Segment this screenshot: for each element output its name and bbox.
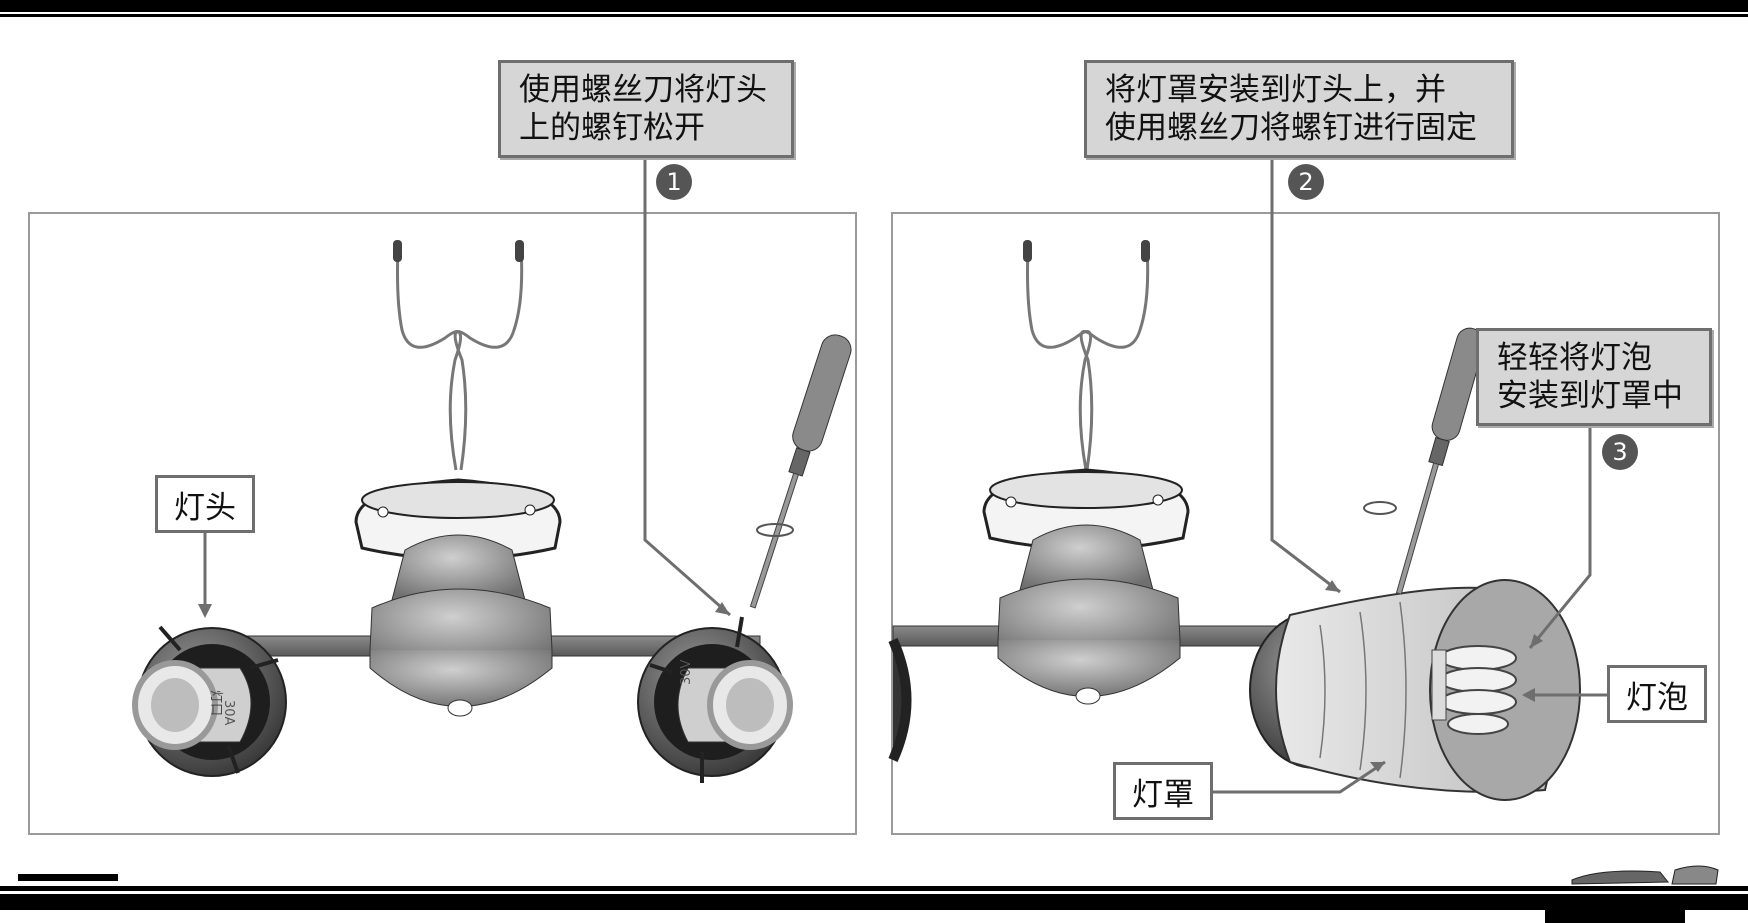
label-lampshade-text: 灯罩 (1132, 776, 1194, 813)
bottom-rule-thick (0, 894, 1748, 910)
top-rule-thin (0, 14, 1748, 17)
label-lamp-holder: 灯头 (155, 475, 255, 533)
step-number-2-text: 2 (1298, 168, 1314, 196)
step-number-1: 1 (656, 164, 692, 200)
callout-step1-line1: 使用螺丝刀将灯头 (519, 72, 767, 108)
step-number-3-text: 3 (1612, 438, 1628, 466)
callout-step2-line2: 使用螺丝刀将螺钉进行固定 (1105, 110, 1477, 146)
step-number-1-text: 1 (666, 168, 682, 196)
callout-step3: 轻轻将灯泡 安装到灯罩中 (1476, 328, 1712, 426)
callout-step2: 将灯罩安装到灯头上，并 使用螺丝刀将螺钉进行固定 (1084, 60, 1514, 158)
top-rule-thick (0, 0, 1748, 12)
callout-step1-line2: 上的螺钉松开 (519, 110, 705, 146)
leader-lines (203, 158, 1607, 794)
left-fixture: 灯口 (132, 240, 852, 783)
label-lamp-holder-text: 灯头 (174, 489, 236, 526)
bottom-rule-thin (0, 886, 1748, 891)
holder-marking-left: 灯口 (208, 690, 223, 716)
right-fixture (888, 240, 1581, 801)
callout-step2-line1: 将灯罩安装到灯头上，并 (1105, 72, 1446, 108)
step-number-3: 3 (1602, 434, 1638, 470)
bottom-corner-block (1545, 910, 1685, 923)
callout-step3-line1: 轻轻将灯泡 (1497, 340, 1652, 376)
label-lampshade: 灯罩 (1113, 762, 1213, 820)
step-number-2: 2 (1288, 164, 1324, 200)
label-bulb-text: 灯泡 (1626, 679, 1688, 716)
label-bulb: 灯泡 (1607, 665, 1707, 723)
callout-step3-line2: 安装到灯罩中 (1497, 378, 1683, 414)
holder-marking-left-2: 30A (221, 700, 236, 726)
holder-marking-right: 30V (679, 659, 694, 685)
callout-step1: 使用螺丝刀将灯头 上的螺钉松开 (498, 60, 794, 158)
bottom-stub-rule (18, 874, 118, 881)
